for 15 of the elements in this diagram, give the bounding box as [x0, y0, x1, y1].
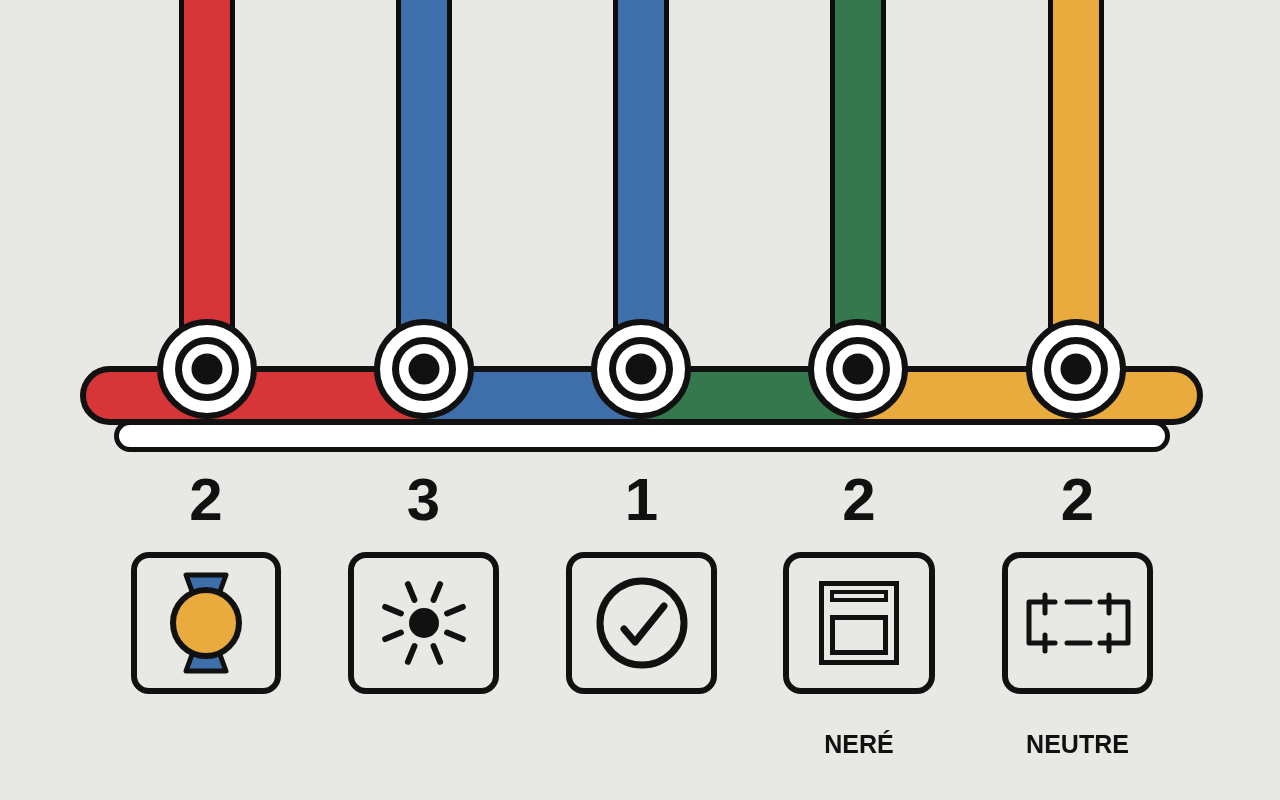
- count-number: 3: [406, 470, 441, 530]
- ring-terminal: [1026, 319, 1126, 419]
- wire: [401, 0, 447, 325]
- count-number: 2: [842, 470, 876, 530]
- caption-label: NERÉ: [824, 732, 894, 757]
- count-number: 2: [1060, 470, 1095, 530]
- count-number: 1: [624, 470, 659, 530]
- wire: [618, 0, 664, 325]
- ring-terminal: [374, 319, 474, 419]
- ring-terminal: [157, 319, 257, 419]
- ring-terminal: [808, 319, 908, 419]
- ring-terminal: [591, 319, 691, 419]
- caption-label: NEUTRE: [1026, 732, 1129, 757]
- count-number: 2: [189, 470, 223, 530]
- wire: [835, 0, 881, 325]
